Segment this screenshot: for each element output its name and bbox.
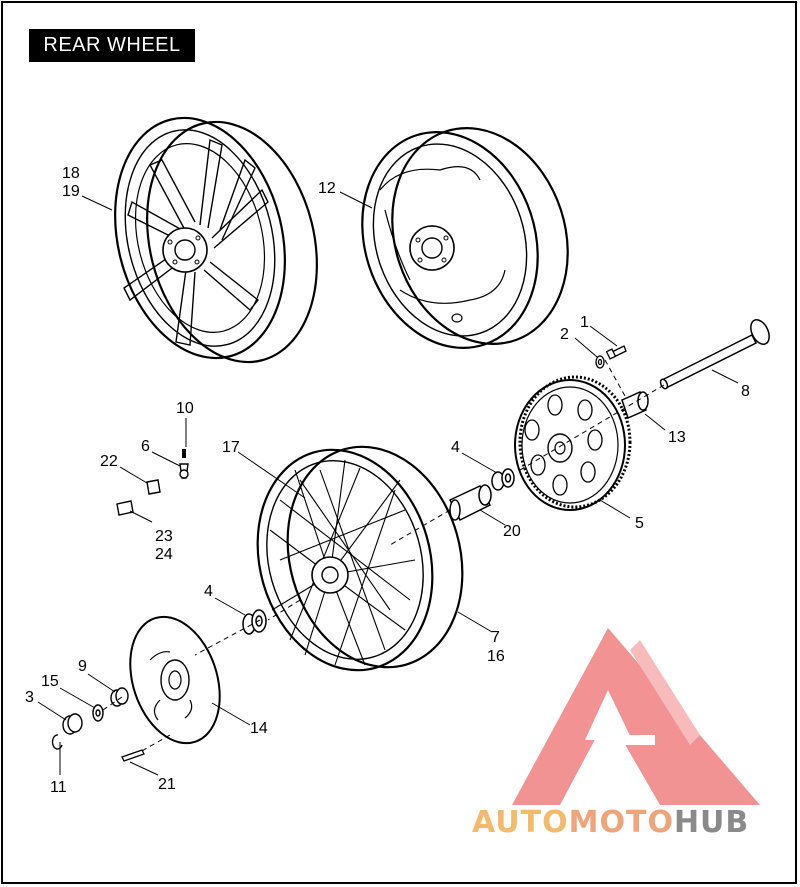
- callout-4-upper: 4: [451, 439, 460, 456]
- cast-wheel-18-19: [114, 116, 318, 364]
- callout-18: 18: [62, 165, 80, 182]
- spacer-20: [448, 484, 492, 522]
- brake-rotor-14: [129, 615, 221, 745]
- screw-21: [121, 749, 145, 762]
- washer-2: [595, 355, 605, 369]
- disc-wheel-12: [361, 127, 569, 349]
- callout-9: 9: [78, 658, 87, 675]
- callout-8: 8: [741, 383, 750, 400]
- callout-1: 1: [580, 314, 589, 331]
- callout-23: 23: [155, 528, 173, 545]
- axle-8: [659, 319, 770, 390]
- callout-10: 10: [176, 400, 194, 417]
- screw-1: [605, 345, 627, 360]
- washer-15: [92, 704, 104, 722]
- callout-14: 14: [250, 720, 268, 737]
- callout-12: 12: [318, 180, 336, 197]
- valve-stem-6: [179, 463, 189, 479]
- callout-6: 6: [141, 438, 150, 455]
- callout-19: 19: [62, 183, 80, 200]
- bearing-4-lower: [242, 609, 267, 635]
- sprocket-5: [514, 375, 632, 511]
- callout-13: 13: [668, 429, 686, 446]
- callout-4-lower: 4: [204, 583, 213, 600]
- watermark-logo: [512, 628, 760, 805]
- callout-20: 20: [503, 523, 521, 540]
- callout-labels: 18 19 12 1 2 8 13 10 6 22 4 17 5 20 23 2…: [25, 165, 750, 796]
- watermark-auto: AUTO: [472, 805, 569, 840]
- valve-cap-10: [182, 449, 186, 458]
- spoke-wheel-7-16: [256, 445, 464, 672]
- callout-24: 24: [155, 546, 173, 563]
- callout-16: 16: [487, 648, 505, 665]
- assembly-lines: [99, 359, 665, 753]
- watermark-moto: MOTO: [568, 805, 674, 840]
- callout-5: 5: [635, 515, 644, 532]
- callout-17: 17: [222, 439, 240, 456]
- callout-3: 3: [25, 689, 34, 706]
- callout-22: 22: [100, 453, 118, 470]
- callout-21: 21: [158, 776, 176, 793]
- watermark-text: AUTOMOTOHUB: [472, 805, 749, 840]
- clip-11: [51, 734, 63, 750]
- callout-11: 11: [50, 779, 67, 796]
- callout-15: 15: [41, 673, 59, 690]
- weight-22: [146, 479, 161, 495]
- diagram-title: REAR WHEEL: [29, 29, 195, 62]
- weight-23-24: [116, 500, 134, 516]
- callout-7: 7: [491, 629, 500, 646]
- nut-3: [62, 713, 83, 735]
- callout-2: 2: [560, 326, 569, 343]
- leader-lines: [37, 191, 739, 776]
- watermark-hub: HUB: [673, 805, 750, 840]
- bearing-4-upper: [491, 468, 515, 491]
- spacer-13: [621, 390, 649, 420]
